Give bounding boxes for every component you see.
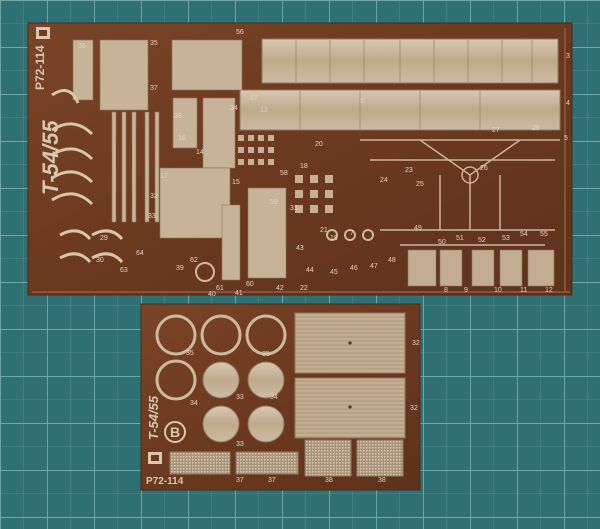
fret-a-model: T-54/55: [38, 120, 63, 195]
part-number: 21: [320, 227, 328, 234]
part-number: 42: [276, 285, 284, 292]
part-number: 10: [494, 287, 502, 294]
part-number: 62: [190, 257, 198, 264]
part-number: 58: [280, 170, 288, 177]
part-number: 61: [216, 285, 224, 292]
fret-b-model: T-54/55: [146, 395, 161, 440]
part-number: 60: [246, 281, 254, 288]
part-number: 37: [268, 477, 276, 484]
part-number: 11: [520, 287, 527, 294]
part-number: 32: [410, 405, 418, 412]
part-number: 40: [208, 291, 216, 298]
part-number: 29: [100, 235, 108, 242]
part-number: 20: [315, 141, 323, 148]
part-number: 47: [370, 263, 378, 270]
part-number: 30: [96, 257, 104, 264]
part-number: 17: [160, 173, 168, 180]
part-number: 31: [290, 205, 298, 212]
part-number: 25: [416, 181, 424, 188]
part-number: 32: [412, 340, 420, 347]
part-number: 50: [438, 239, 446, 246]
part-number: 35: [262, 351, 270, 358]
part-number: 53: [502, 235, 510, 242]
part-number: 59: [270, 199, 278, 206]
part-number: 9: [464, 287, 468, 294]
part-number: 49: [414, 225, 422, 232]
part-number: 39: [176, 265, 184, 272]
part-number: 4: [566, 100, 570, 107]
part-number: 13: [260, 107, 268, 114]
part-number: 14: [196, 149, 204, 156]
part-number: 3: [566, 53, 570, 60]
part-number: 16: [178, 135, 186, 142]
part-number: 64: [136, 250, 144, 257]
fret-b-part-numbers: 35 34 33 33 34 35 32 32 37 37 38 38: [186, 340, 420, 484]
part-number: 63: [120, 267, 128, 274]
part-number: 45: [330, 269, 338, 276]
fret-b: B T-54/55 P72-114 35 34 33 33 34 35 32 32 37 37 38…: [140, 303, 421, 491]
part-number: 35: [150, 40, 158, 47]
part-number: 51: [456, 235, 464, 242]
part-number: 37: [236, 477, 244, 484]
part-number: 34: [230, 105, 238, 112]
part-number: 38: [325, 477, 333, 484]
fret-a-maker-logo: [36, 27, 50, 39]
part-number: 37: [150, 85, 158, 92]
part-number: 15: [232, 179, 240, 186]
part-number: 26: [480, 165, 488, 172]
part-number: 56: [236, 29, 244, 36]
part-number: 33: [236, 441, 244, 448]
part-number: 54: [520, 231, 528, 238]
part-number: 38: [378, 477, 386, 484]
part-number: 36: [78, 43, 86, 50]
part-number: 32: [150, 193, 158, 200]
part-number: 7: [350, 230, 354, 237]
part-number: 38: [174, 113, 182, 120]
fret-b-code: P72-114: [146, 476, 184, 487]
part-number: 43: [296, 245, 304, 252]
part-number: 23: [405, 167, 413, 174]
part-number: 34: [190, 400, 198, 407]
part-number: 44: [306, 267, 314, 274]
part-number: 46: [350, 265, 358, 272]
part-number: 8: [444, 287, 448, 294]
part-number: 52: [478, 237, 486, 244]
part-number: 33: [236, 394, 244, 401]
fret-a-code: P72-114: [33, 45, 47, 90]
part-number: 18: [300, 163, 308, 170]
fret-b-letter: B: [170, 424, 180, 440]
part-number: 33: [148, 213, 156, 220]
part-number: 5: [564, 135, 568, 142]
fret-b-maker-logo: [148, 452, 162, 464]
part-number: 34: [270, 394, 278, 401]
part-number: 12: [545, 287, 553, 294]
part-number: 55: [540, 231, 548, 238]
part-number: 28: [532, 125, 540, 132]
part-number: 24: [380, 177, 388, 184]
part-number: 27: [492, 127, 500, 134]
part-number: 57: [250, 95, 258, 102]
part-number: 6: [360, 98, 364, 105]
fret-b-letter-emblem: B: [164, 421, 186, 443]
part-number: 48: [388, 257, 396, 264]
part-number: 35: [186, 350, 194, 357]
part-number: 22: [300, 285, 308, 292]
part-number: 41: [235, 290, 243, 297]
part-number: 19: [330, 235, 338, 242]
